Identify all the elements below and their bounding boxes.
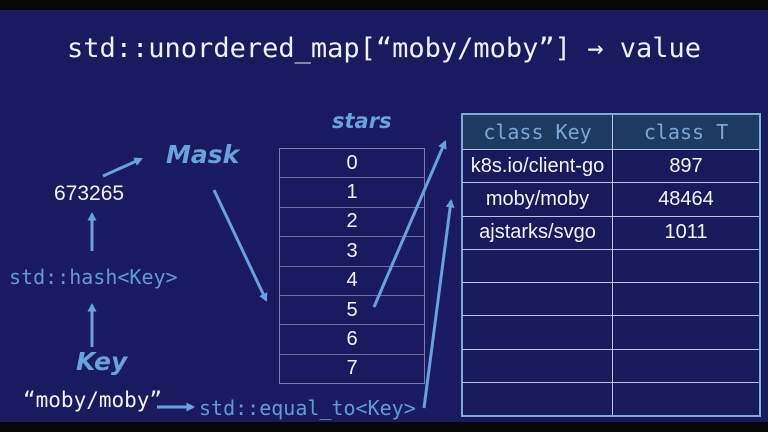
table-row: moby/moby 48464 xyxy=(463,183,759,217)
cell-value xyxy=(613,316,759,348)
cell-key xyxy=(463,283,613,316)
cell-key xyxy=(463,382,613,415)
bucket-1: 1 xyxy=(280,178,424,208)
table-row: ajstarks/svgo 1011 xyxy=(463,216,759,250)
mask-label: Mask xyxy=(166,140,240,169)
header-class-key: class Key xyxy=(463,115,613,149)
cell-value xyxy=(613,383,759,415)
cell-value: 48464 xyxy=(658,187,714,210)
bucket-6: 6 xyxy=(280,325,424,355)
buckets-title: stars xyxy=(332,109,392,133)
slide-title: std::unordered_map[“moby/moby”] → value xyxy=(67,33,701,64)
bucket-4: 4 xyxy=(280,267,424,296)
entries-header-row: class Key class T xyxy=(463,115,759,150)
cell-key: ajstarks/svgo xyxy=(463,216,613,249)
cell-key xyxy=(463,316,613,349)
bucket-3: 3 xyxy=(280,237,424,267)
cell-value: 897 xyxy=(669,154,703,177)
hash-value: 673265 xyxy=(54,182,125,205)
key-label: Key xyxy=(76,347,128,376)
entries-table: class Key class T k8s.io/client-go 897 m… xyxy=(461,113,761,417)
bucket-7: 7 xyxy=(346,357,358,380)
cell-value: 1011 xyxy=(664,221,708,244)
key-string: “moby/moby” xyxy=(23,388,163,412)
equal-function-label: std::equal_to<Key> xyxy=(199,396,416,420)
bucket-2: 2 xyxy=(280,208,424,238)
table-row xyxy=(463,316,759,350)
cell-key xyxy=(463,249,613,282)
table-row xyxy=(463,283,759,317)
cell-value xyxy=(613,250,759,282)
header-class-t: class T xyxy=(643,120,729,144)
letterbox-bottom xyxy=(0,422,768,432)
arrow-mask-to-bucket5 xyxy=(212,189,268,302)
table-row: k8s.io/client-go 897 xyxy=(463,150,759,184)
cell-value xyxy=(613,350,759,382)
table-row xyxy=(463,249,759,283)
cell-key: moby/moby xyxy=(463,183,613,216)
letterbox-top xyxy=(0,0,768,10)
arrow-to-mask xyxy=(102,157,143,178)
cell-key: k8s.io/client-go xyxy=(463,150,613,183)
bucket-array: 0 1 2 3 4 5 6 7 xyxy=(279,148,425,384)
bucket-0: 0 xyxy=(280,149,424,179)
cell-key xyxy=(463,349,613,382)
hash-function-label: std::hash<Key> xyxy=(9,265,178,289)
bucket-5: 5 xyxy=(280,296,424,326)
table-row xyxy=(463,382,759,415)
table-row xyxy=(463,349,759,383)
cell-value xyxy=(613,283,759,315)
arrow-equal-to-table xyxy=(422,199,455,409)
